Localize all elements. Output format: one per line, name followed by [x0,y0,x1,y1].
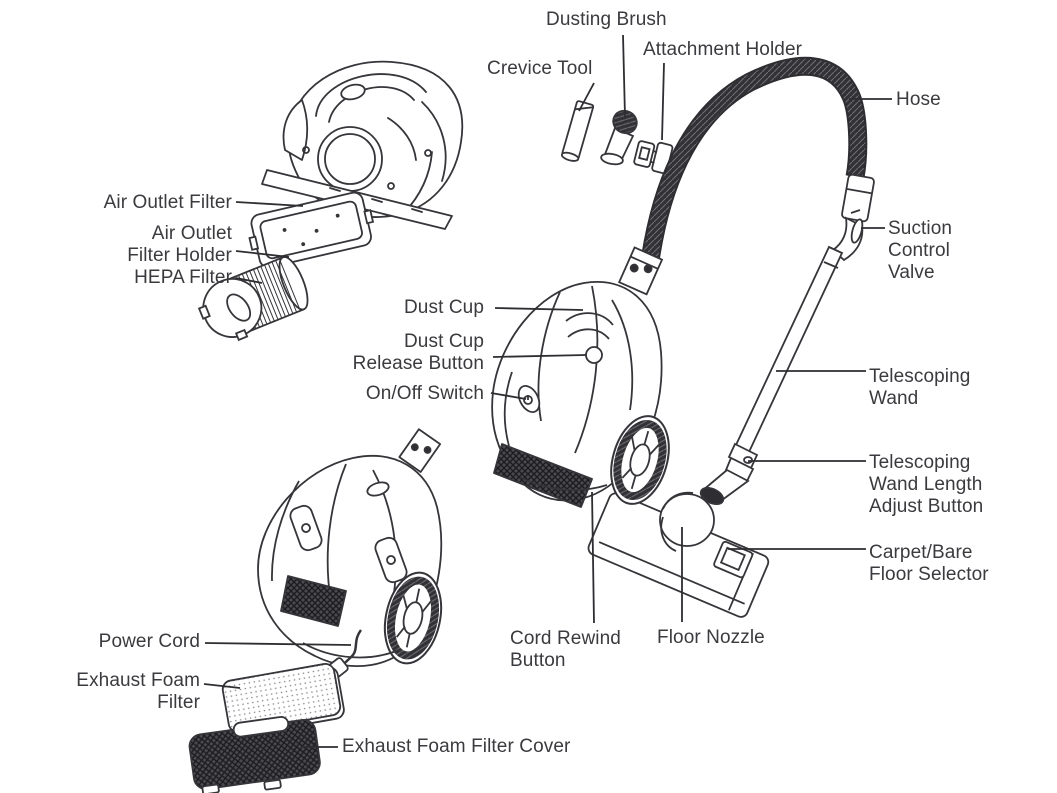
crevice-tool-drawing [560,100,595,162]
label-exhaust-foam-filter: Exhaust Foam Filter [76,670,200,713]
label-suction-control-valve: Suction Control Valve [888,218,953,283]
label-attachment-holder: Attachment Holder [643,39,803,60]
label-dust-cup-release-button: Dust Cup Release Button [352,331,484,374]
dusting-brush-leader [622,34,626,118]
label-dusting-brush: Dusting Brush [546,9,667,30]
exhaust-grille-drawing [280,575,347,627]
leader-lines [203,34,892,748]
label-power-cord: Power Cord [98,631,200,652]
label-air-outlet-filter: Air Outlet Filter [103,192,232,213]
power-cord-leader [204,642,352,646]
hose-drawing [639,56,868,270]
attachment-holder-drawing [633,140,674,175]
dust-cup-release-button-leader [492,354,587,358]
on-off-switch-drawing [517,385,541,413]
label-hepa-filter: HEPA Filter [134,267,232,288]
hepa-filter-drawing [197,256,309,342]
dust-cup-leader [494,307,584,311]
label-exhaust-foam-filter-cover: Exhaust Foam Filter Cover [342,736,571,757]
label-dust-cup: Dust Cup [403,297,484,318]
label-carpet-bare-floor-selector: Carpet/Bare Floor Selector [869,542,989,585]
air-outlet-filter-drawing [248,191,375,269]
dusting-brush-drawing [600,109,638,166]
air-outlet-filter-holder-leader [235,250,290,258]
handle-and-valve-drawing [831,209,864,262]
intake-grille-drawing [493,443,593,508]
label-hose: Hose [896,89,941,110]
label-crevice-tool: Crevice Tool [487,58,593,79]
label-air-outlet-filter-holder: Air Outlet Filter Holder [127,223,232,266]
telescoping-wand-drawing [700,245,844,505]
label-floor-nozzle: Floor Nozzle [657,627,765,648]
floor-nozzle-drawing [587,486,770,618]
hose-grip-drawing [841,173,875,223]
on-off-switch-leader [490,392,527,400]
label-cord-rewind-button: Cord Rewind Button [510,628,621,671]
exhaust-foam-filter-leader [203,683,241,689]
label-on-off-switch: On/Off Switch [365,383,484,404]
label-telescoping-wand: Telescoping Wand [869,366,971,409]
cord-rewind-button-leader [591,491,595,624]
rear-wheel-drawing [610,415,670,505]
hepa-filter-leader [235,277,263,284]
label-telescoping-wand-length-adjust-button: Telescoping Wand Length Adjust Button [869,452,984,517]
crevice-tool-leader [578,82,595,112]
dust-cup-release-button-drawing [585,346,603,364]
underside-wheel-drawing [383,571,443,665]
carpet-bare-floor-selector-drawing [713,540,754,579]
exhaust-foam-filter-cover-drawing [188,716,321,793]
air-outlet-filter-leader [235,201,304,207]
underside-canister-drawing [257,428,443,692]
attachment-holder-leader [661,62,665,141]
main-hose-connector-drawing [617,246,664,296]
main-canister-drawing [491,281,670,508]
